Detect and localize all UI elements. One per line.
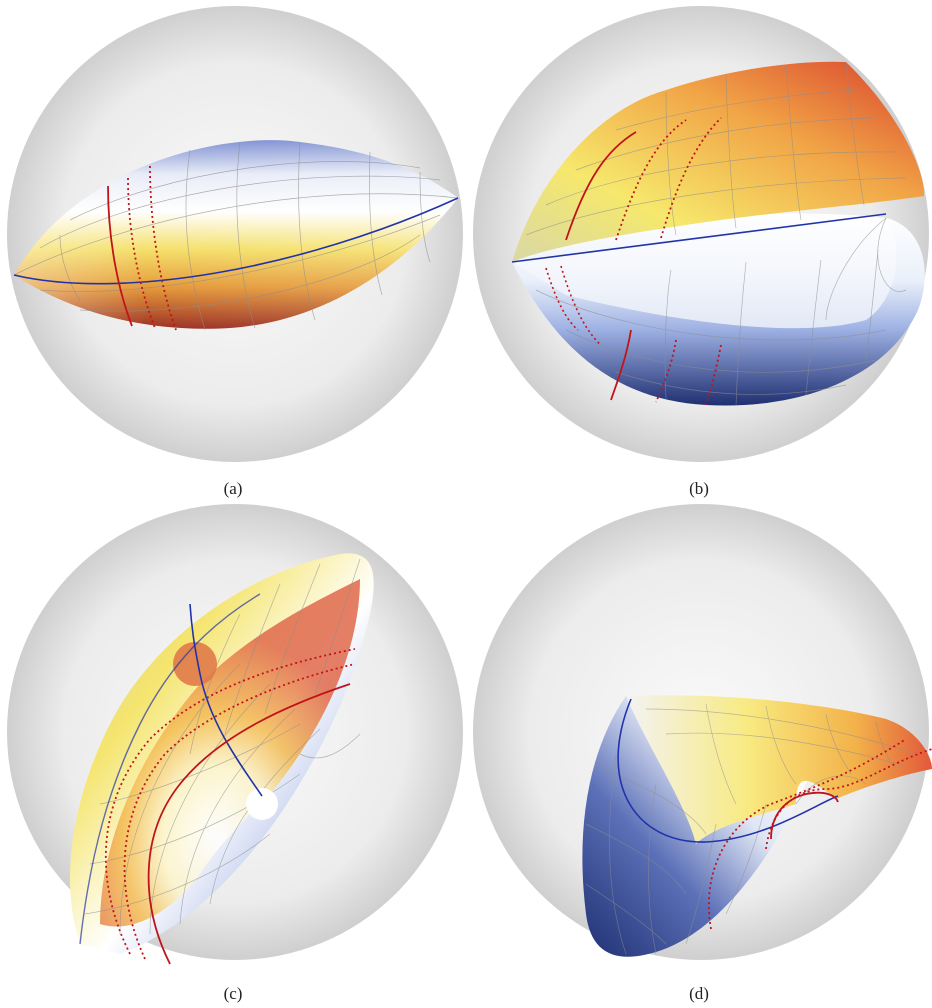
red-dotted-c-2	[104, 648, 356, 955]
mesh-lines-d	[585, 703, 917, 955]
blue-curve-a	[13, 197, 459, 285]
red-dotted-b-lower-2	[560, 265, 602, 346]
red-curve-a	[107, 185, 133, 327]
blue-line-b	[511, 213, 887, 263]
caption-d: (d)	[689, 984, 709, 1003]
red-dotted-d-1	[765, 748, 932, 850]
blue-curve-d	[617, 698, 839, 843]
red-dotted-c-1	[123, 663, 356, 960]
figure-d	[473, 504, 932, 960]
red-dotted-b-lower-3	[655, 339, 677, 403]
mesh-lines-b	[525, 61, 907, 407]
upper-shell-b	[512, 61, 925, 262]
caption-b: (b)	[689, 479, 709, 498]
orange-disc-c	[173, 642, 217, 686]
figure-a	[7, 6, 463, 462]
red-dotted-curve-a-2	[149, 165, 177, 331]
caption-c: (c)	[223, 984, 243, 1003]
blue-curve-c-1	[189, 603, 263, 797]
figure-c	[7, 504, 463, 965]
mesh-lines-a	[13, 141, 459, 331]
red-dotted-b-upper-1	[615, 119, 687, 241]
red-curve-b-lower	[610, 329, 632, 401]
mesh-lines-c	[84, 558, 361, 935]
inner-surface-c	[100, 579, 360, 927]
red-curve-b-upper	[565, 131, 637, 241]
panel-b: (b)	[466, 0, 932, 504]
panel-d: (d)	[466, 504, 932, 1008]
panel-c: (c)	[0, 504, 466, 1008]
red-curve-d	[770, 791, 839, 840]
panel-a: (a)	[0, 0, 466, 504]
red-dotted-b-lower-4	[705, 344, 722, 406]
caption-a: (a)	[223, 479, 243, 498]
red-dotted-b-lower-1	[545, 267, 579, 331]
red-dotted-d-2	[707, 738, 907, 930]
top-surface-d	[626, 695, 932, 844]
red-curve-c	[147, 683, 351, 965]
hole-c	[246, 788, 278, 820]
blue-curve-c-2	[79, 593, 261, 945]
figure-b	[473, 6, 929, 462]
